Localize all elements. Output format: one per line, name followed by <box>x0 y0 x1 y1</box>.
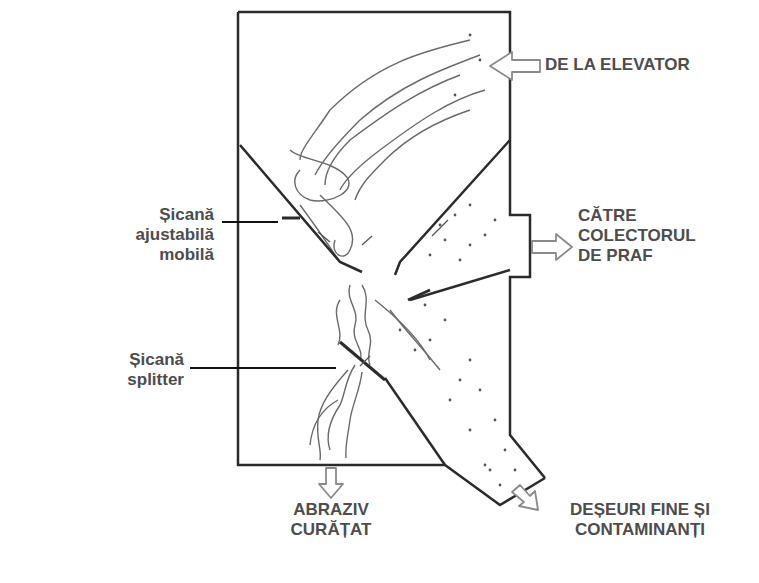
callout-label: Șicană splitter <box>92 350 184 390</box>
callout-label: ABRAZIV CURĂȚAT <box>276 500 386 540</box>
dust-dot <box>469 429 472 432</box>
dust-dot <box>489 469 492 472</box>
dust-dot <box>414 349 417 352</box>
dust-dot <box>494 219 497 222</box>
callout-label: DE LA ELEVATOR <box>545 55 745 75</box>
dust-dot <box>504 449 507 452</box>
splitter-baffle <box>340 342 385 380</box>
housing <box>238 12 545 505</box>
dust-dot <box>459 259 462 262</box>
dust-dot <box>454 214 457 217</box>
callout-label: CĂTRE COLECTORUL DE PRAF <box>578 206 703 266</box>
dust-dot <box>469 204 472 207</box>
dust-dot <box>494 419 497 422</box>
flow-ticks <box>318 220 448 366</box>
dust-dot <box>444 319 447 322</box>
baffles <box>282 218 430 380</box>
hollow-arrows <box>319 52 572 510</box>
dust-dot <box>514 469 517 472</box>
dust-dot <box>444 239 447 242</box>
dust-dot <box>454 94 457 97</box>
dust-dot <box>479 59 482 62</box>
abrasive-stream <box>290 40 485 460</box>
dust-dot <box>399 329 402 332</box>
callout-label: DEȘEURI FINE ȘI CONTAMINANȚI <box>545 500 735 540</box>
dust-dot <box>469 34 472 37</box>
callout-label: Șicană ajustabilă mobilă <box>110 205 214 265</box>
dust-dots <box>399 34 517 487</box>
dust-dot <box>484 464 487 467</box>
flap <box>408 290 430 300</box>
dust-dot <box>459 379 462 382</box>
dust-dot <box>499 484 502 487</box>
dust-dot <box>469 244 472 247</box>
adjustable-baffle <box>282 217 300 220</box>
dust-dot <box>439 224 442 227</box>
dust-dot <box>429 339 432 342</box>
dust-dot <box>484 234 487 237</box>
dust-dot <box>469 359 472 362</box>
dust-dot <box>424 304 427 307</box>
dust-dot <box>449 399 452 402</box>
dust-dot <box>479 389 482 392</box>
dust-dot <box>429 254 432 257</box>
